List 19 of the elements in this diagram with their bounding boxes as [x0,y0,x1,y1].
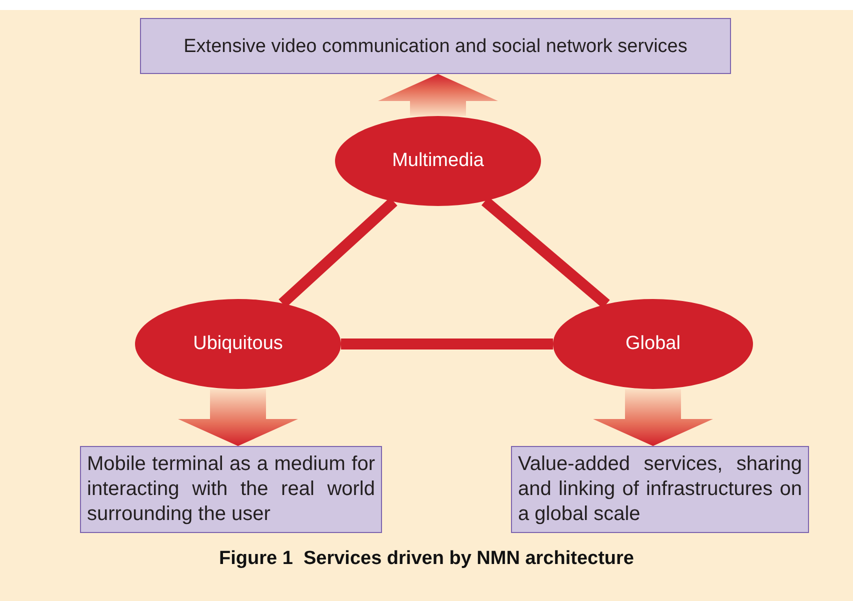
node-text: Ubiquitous [193,333,283,355]
connector-line [341,338,553,350]
node-text: Mobile terminal as a medium for interacting with the real world surrounding the user [87,452,375,527]
connector-line [481,196,610,308]
ellipse-node [135,299,341,389]
figure-caption: Figure 1 Services driven by NMN architecture [219,548,634,569]
block-arrow [378,74,498,116]
block-arrow [593,389,713,446]
block-arrow [178,389,298,446]
ellipse-node [553,299,753,389]
text-box [511,446,809,533]
node-text: Extensive video communication and social network services [184,34,688,58]
text-box [140,18,731,74]
node-text: Value-added services, sharing and linking of infrastructures on a global scale [518,452,802,527]
connector-line [278,198,398,308]
node-text: Global [626,333,680,355]
node-text: Multimedia [392,150,484,172]
text-box [80,446,382,533]
ellipse-node [335,116,541,206]
